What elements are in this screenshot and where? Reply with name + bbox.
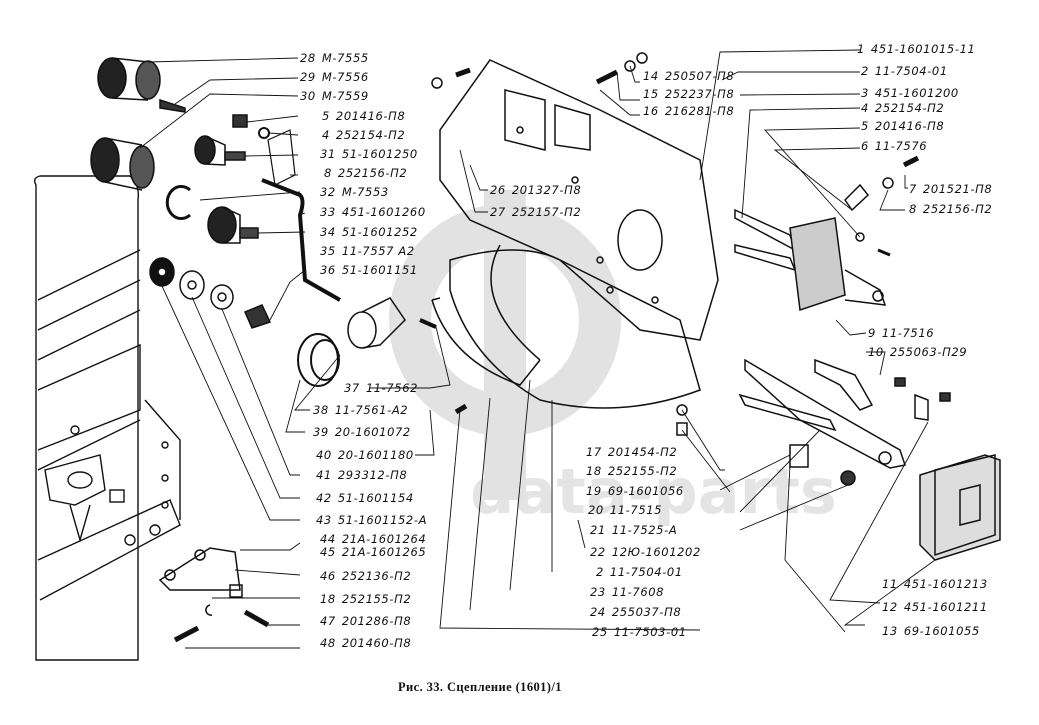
bolts-26-27 [431, 67, 471, 89]
bolts-47-48 [173, 604, 270, 643]
release-lever-20 [738, 358, 906, 469]
nut-34 [207, 206, 259, 244]
snap-ring-32 [165, 185, 192, 220]
cover-plate-23 [431, 297, 541, 386]
bushing-30 [90, 137, 155, 191]
watermark-text: data-parts [470, 455, 837, 528]
fork-pin-6 [844, 183, 870, 212]
release-sleeve-40 [347, 297, 406, 349]
clutch-housing-1 [439, 59, 719, 409]
bracket-46 [158, 547, 243, 598]
stud-nut-14-16 [454, 52, 648, 415]
fitting-36 [244, 304, 272, 329]
engine-block [33, 175, 181, 661]
fitting-31 [194, 135, 246, 166]
spring-37 [419, 318, 437, 329]
bracket-8-tube [267, 129, 296, 186]
bolt-5-left [232, 114, 248, 128]
spring-plate-9 [814, 358, 874, 411]
release-fork-3 [734, 208, 887, 312]
bolt-7-washer-8 [855, 155, 920, 257]
watermark-logo [389, 190, 621, 500]
pin-29 [159, 98, 186, 113]
bushing-28 [97, 57, 161, 101]
washer-4-left [258, 127, 270, 139]
figure-caption: Рис. 33. Сцепление (1601)/1 [398, 680, 562, 694]
seal-washers-41-43 [149, 257, 234, 310]
release-bearing-39 [297, 333, 340, 387]
small-parts-10-21 [676, 377, 951, 486]
boot-cover-11 [919, 454, 1001, 561]
leader-lines [139, 49, 936, 649]
